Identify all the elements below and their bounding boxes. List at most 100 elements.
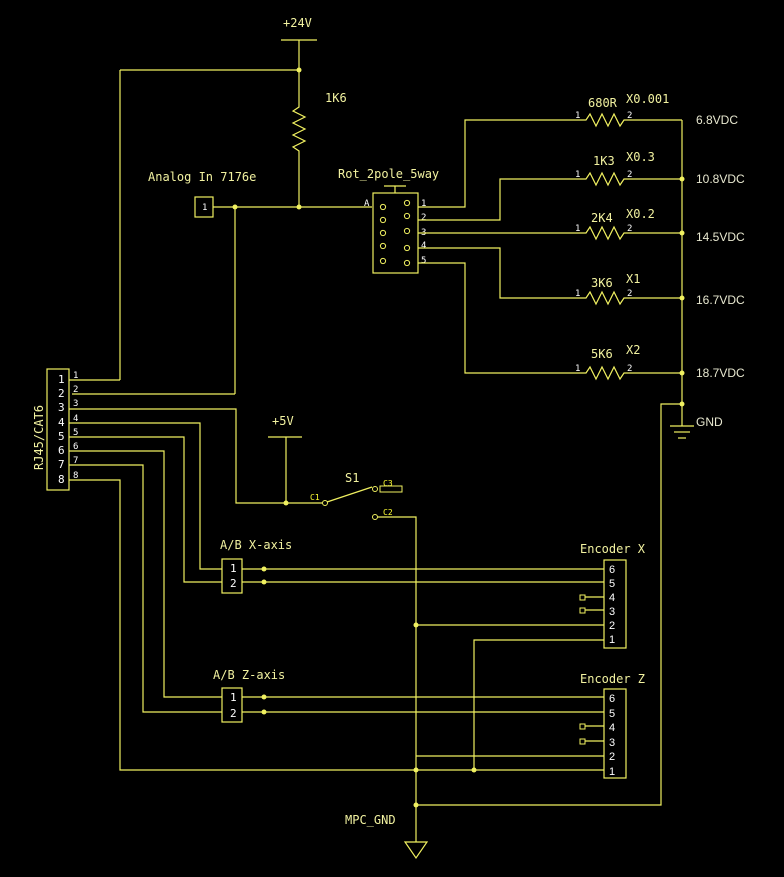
encoder-z-connector: Encoder Z 6 5 4 3 2 1 (580, 672, 645, 779)
rj45-pin-out: 5 (73, 428, 78, 438)
junction-ladder (679, 295, 685, 301)
rj45-pin-out: 8 (73, 471, 78, 481)
wire-pin7 (69, 464, 222, 713)
junction-ab-z (261, 694, 267, 700)
resistor-3k6: 1 2 3K6 X1 16.7VDC (575, 272, 745, 307)
junction-enc-z-1b (471, 767, 477, 773)
rj45-pin: 2 (58, 387, 65, 400)
rj45-pin: 1 (58, 373, 65, 386)
encoder-z-pin: 6 (609, 693, 615, 705)
s1-c3: C3 (383, 479, 393, 488)
resistor-multiplier: X0.001 (626, 92, 669, 106)
rotary-pin-5: 5 (421, 256, 426, 266)
supply-5v-label: +5V (272, 414, 294, 428)
no-connect-marker (579, 738, 586, 745)
res-pin-left: 1 (575, 364, 580, 374)
resistor-value: 680R (588, 96, 618, 110)
resistor-1k3: 1 2 1K3 X0.3 10.8VDC (575, 150, 745, 187)
wire-pin4 (69, 422, 222, 570)
rj45-connector: RJ45/CAT6 1 2 3 4 5 6 7 8 1 2 3 4 5 6 7 … (32, 368, 78, 491)
ab-z-axis-label: A/B Z-axis (213, 668, 285, 682)
rotary-pin-2: 2 (421, 213, 426, 223)
ab-x-axis-connector: A/B X-axis 1 2 (220, 538, 292, 594)
rj45-pin: 5 (58, 430, 65, 443)
junction-ab-x (261, 579, 267, 585)
rj45-pin-out: 7 (73, 456, 78, 466)
junction-ab-x (261, 566, 267, 572)
res-pin-right: 2 (627, 364, 632, 374)
s1-label: S1 (345, 471, 359, 485)
no-connect-marker (579, 607, 586, 614)
resistor-1k6: 1K6 (291, 91, 347, 155)
gnd-label: GND (696, 415, 723, 429)
rj45-pin-out: 2 (73, 385, 78, 395)
rj45-pin: 6 (58, 444, 65, 457)
rotary-pin-1: 1 (421, 199, 426, 209)
junction-enc-z-1 (413, 767, 419, 773)
rotary-switch-label: Rot_2pole_5way (338, 167, 439, 181)
encoder-x-pin: 2 (609, 620, 615, 632)
junction-enc-x-2 (413, 622, 419, 628)
encoder-z-label: Encoder Z (580, 672, 645, 686)
encoder-z-pin: 1 (609, 766, 615, 778)
encoder-z-pin: 4 (609, 722, 615, 734)
ground-symbol: GND (670, 404, 723, 439)
mpc-gnd-symbol: MPC_GND (345, 805, 429, 860)
no-connect-marker (579, 723, 586, 730)
resistor-value: 5K6 (591, 347, 613, 361)
supply-24v: +24V (281, 16, 317, 70)
rj45-label: RJ45/CAT6 (32, 405, 46, 470)
voltage-label: 16.7VDC (696, 293, 745, 307)
rj45-pin-out: 3 (73, 399, 78, 409)
wire-pin8 (69, 479, 604, 771)
encoder-x-pin: 3 (609, 606, 615, 618)
resistor-multiplier: X2 (626, 343, 640, 357)
supply-24v-label: +24V (283, 16, 312, 30)
resistor-multiplier: X0.2 (626, 207, 655, 221)
wire-s1-c2 (378, 516, 417, 805)
wire-pin5 (69, 436, 222, 583)
encoder-x-connector: Encoder X 6 5 4 3 2 1 (580, 542, 646, 649)
resistor-multiplier: X1 (626, 272, 640, 286)
mpc-gnd-label: MPC_GND (345, 813, 396, 827)
wire-pin3 (69, 408, 286, 504)
switch-s1: S1 C1 C3 C2 (310, 471, 403, 520)
rotary-common-label: A (364, 199, 370, 209)
ab-x-axis-label: A/B X-axis (220, 538, 292, 552)
encoder-z-pin: 2 (609, 751, 615, 763)
ab-x-pin-2: 2 (230, 577, 237, 590)
rj45-pin-out: 4 (73, 414, 78, 424)
res-pin-right: 2 (627, 170, 632, 180)
rj45-pin: 8 (58, 473, 65, 486)
encoder-x-label: Encoder X (580, 542, 646, 556)
res-pin-left: 1 (575, 111, 580, 121)
rj45-pin-out: 1 (73, 371, 78, 381)
junction-ab-z (261, 709, 267, 715)
supply-5v: +5V (268, 414, 302, 503)
encoder-x-pin: 4 (609, 592, 615, 604)
rj45-pin: 3 (58, 401, 65, 414)
voltage-label: 14.5VDC (696, 230, 745, 244)
resistor-2k4: 1 2 2K4 X0.2 14.5VDC (575, 207, 745, 244)
resistor-multiplier: X0.3 (626, 150, 655, 164)
wire-gnd-mpc (416, 403, 682, 806)
encoder-x-pin: 1 (609, 634, 615, 646)
ab-z-pin-1: 1 (230, 691, 237, 704)
resistor-value: 3K6 (591, 276, 613, 290)
voltage-label: 6.8VDC (696, 113, 738, 127)
analog-in-connector: 1 Analog In 7176e (148, 170, 256, 218)
ab-z-axis-connector: A/B Z-axis 1 2 (213, 668, 285, 723)
analog-in-pin: 1 (202, 203, 207, 213)
rj45-pin: 7 (58, 458, 65, 471)
s1-c2: C2 (383, 508, 393, 517)
res-pin-left: 1 (575, 289, 580, 299)
encoder-z-pin: 5 (609, 708, 615, 720)
res-pin-right: 2 (627, 111, 632, 121)
analog-in-label: Analog In 7176e (148, 170, 256, 184)
encoder-z-pin: 3 (609, 737, 615, 749)
ab-z-pin-2: 2 (230, 707, 237, 720)
res-pin-left: 1 (575, 170, 580, 180)
res-pin-left: 1 (575, 224, 580, 234)
ab-x-pin-1: 1 (230, 562, 237, 575)
junction-ladder (679, 176, 685, 182)
